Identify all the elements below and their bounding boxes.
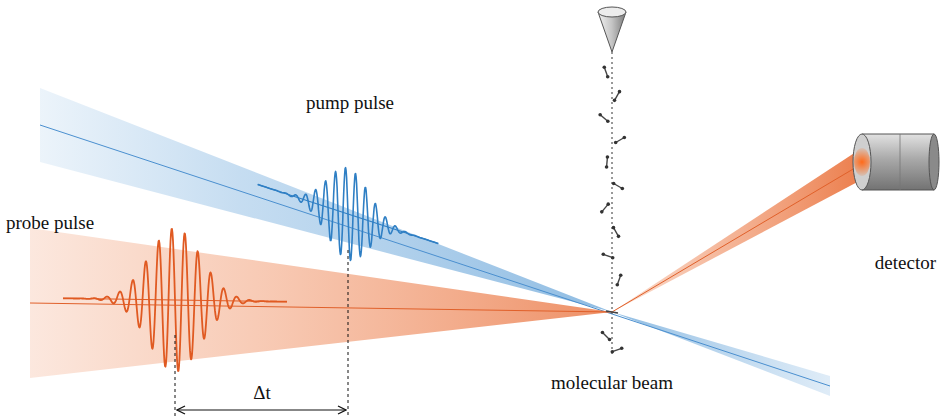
molecule: [606, 75, 610, 79]
pulses: [63, 168, 438, 371]
detector-body: [862, 134, 934, 190]
molecule: [611, 350, 615, 354]
molecule: [598, 113, 602, 117]
molecule: [600, 210, 604, 214]
probe-beam: [30, 228, 612, 378]
detector-face: [853, 134, 871, 190]
probe-beam: [612, 146, 865, 312]
molecule: [620, 346, 624, 350]
detector-body: [929, 134, 939, 190]
molecule: [602, 66, 606, 70]
probe-beam-axis: [30, 303, 612, 312]
molecule: [602, 252, 606, 256]
pulse-wave: [258, 168, 439, 261]
pump-label: pump pulse: [306, 92, 394, 115]
delay-marker: [175, 335, 176, 416]
molecule: [614, 141, 618, 145]
detector-body: [862, 134, 934, 135]
delay-arrow: [177, 409, 346, 410]
molecule: [606, 155, 610, 159]
molecule: [605, 165, 609, 169]
probe-label: probe pulse: [6, 212, 94, 235]
molecular-beam-axis: [612, 52, 613, 356]
molecule: [612, 226, 616, 230]
molecule: [608, 338, 612, 342]
delay-marker: [348, 250, 349, 416]
detector-spot: [854, 148, 870, 176]
molecule: [612, 182, 616, 186]
molecule: [623, 136, 627, 140]
molecule: [613, 99, 617, 103]
probe-beam-axis: [612, 162, 865, 312]
molecule: [621, 187, 625, 191]
molecule: [619, 274, 623, 278]
detector-body: [862, 190, 934, 191]
molecule: [618, 90, 622, 94]
molecule: [601, 331, 605, 335]
molecule: [606, 311, 618, 313]
molecule: [615, 283, 619, 287]
delay-label: Δt: [253, 382, 271, 405]
nozzle-cone: [598, 12, 626, 52]
molecule: [617, 235, 621, 239]
nozzle-cone: [598, 7, 626, 17]
molecule: [611, 256, 615, 260]
molecule: [606, 202, 610, 206]
beam-label: molecular beam: [551, 372, 673, 395]
molecule: [606, 119, 610, 123]
molecules: [598, 66, 626, 354]
detector-label: detector: [875, 252, 936, 275]
detector-body: [900, 134, 901, 190]
